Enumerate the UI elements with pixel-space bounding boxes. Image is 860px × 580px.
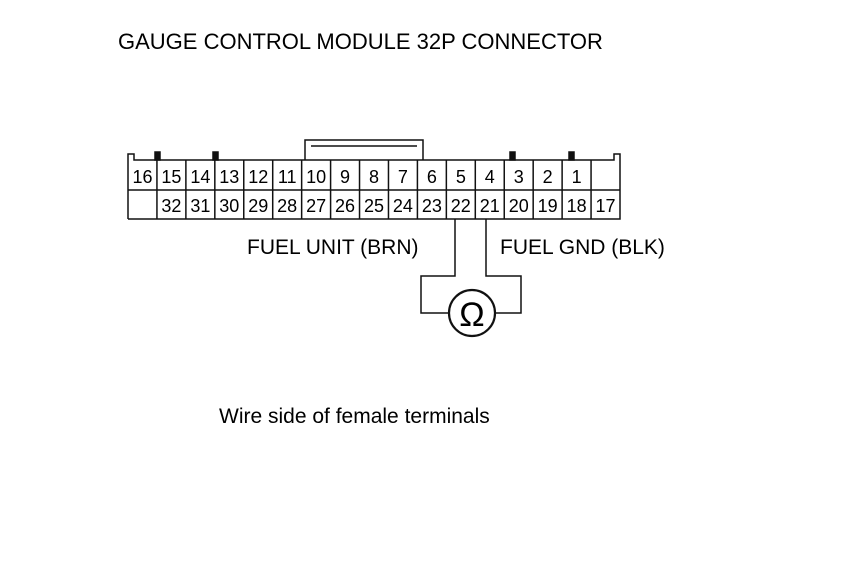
pin-label-bottom: 22 [451,196,471,216]
fuel-unit-label: FUEL UNIT (BRN) [247,236,419,259]
right-probe-wire [485,219,522,314]
pin-label-top: 1 [572,167,582,187]
probe-wires [420,219,522,338]
ohm-symbol: Ω [459,296,484,334]
left-probe-wire [420,219,456,314]
pin-label-top: 16 [132,167,152,187]
pin-label-bottom: 18 [567,196,587,216]
pin-label-bottom: 23 [422,196,442,216]
pin-label-top: 10 [306,167,326,187]
wire-side-note: Wire side of female terminals [219,405,490,428]
pin-label-bottom: 19 [538,196,558,216]
pin-label-bottom: 29 [248,196,268,216]
connector-key [154,151,161,161]
connector-body [127,153,621,220]
pin-label-top: 8 [369,167,379,187]
pin-label-top: 3 [514,167,524,187]
pin-label-bottom: 32 [161,196,181,216]
connector-32p [127,139,621,220]
pin-label-top: 7 [398,167,408,187]
pin-label-bottom: 26 [335,196,355,216]
connector-latch-tab [304,139,424,160]
fuel-gnd-label: FUEL GND (BLK) [500,236,665,259]
pin-label-bottom: 28 [277,196,297,216]
pin-label-top: 14 [190,167,210,187]
pin-label-top: 9 [340,167,350,187]
pin-label-top: 4 [485,167,495,187]
connector-key [568,151,575,161]
pin-label-top: 11 [278,167,297,187]
pin-label-bottom: 21 [480,196,500,216]
pin-label-bottom: 30 [219,196,239,216]
pin-label-bottom: 24 [393,196,413,216]
pin-label-bottom: 20 [509,196,529,216]
ohmmeter-icon [447,288,497,338]
pin-label-top: 12 [248,167,268,187]
diagram-title: GAUGE CONTROL MODULE 32P CONNECTOR [118,29,603,54]
pin-label-bottom: 25 [364,196,384,216]
pin-label-top: 2 [543,167,553,187]
pin-label-top: 5 [456,167,466,187]
pin-label-top: 6 [427,167,437,187]
connector-key [509,151,516,161]
pin-label-top: 15 [161,167,181,187]
pin-label-bottom: 17 [596,196,616,216]
pin-label-top: 13 [219,167,239,187]
pin-label-bottom: 27 [306,196,326,216]
pin-label-bottom: 31 [190,196,210,216]
connector-key [212,151,219,161]
